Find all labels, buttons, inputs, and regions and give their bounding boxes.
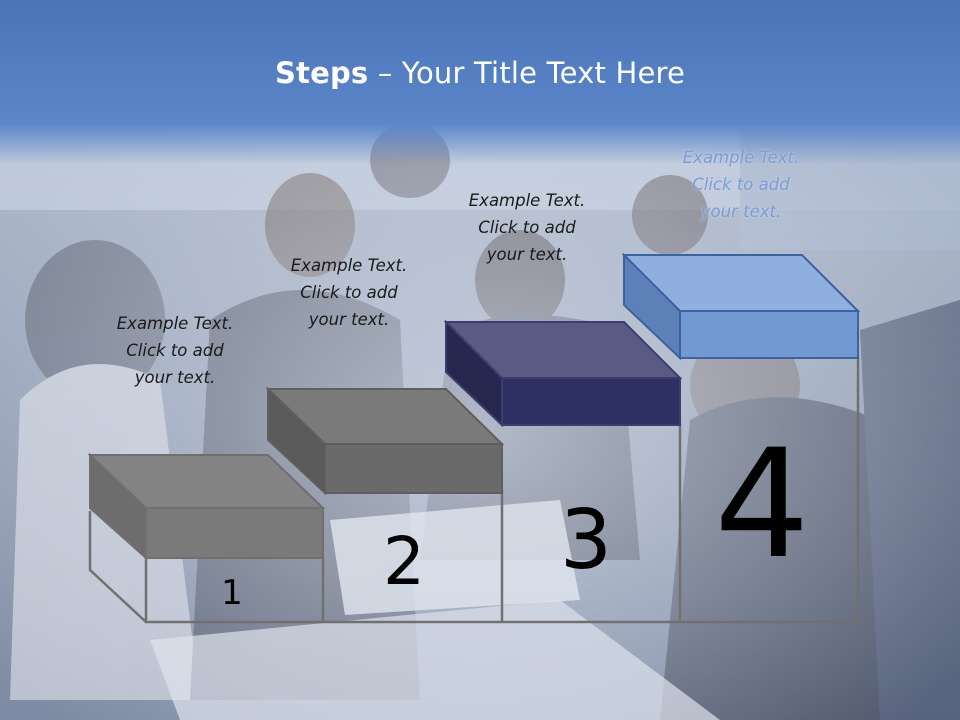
caption-line: Click to add (478, 218, 576, 237)
caption-line: Example Text. (682, 148, 800, 167)
step-4-number: 4 (714, 418, 809, 592)
caption-line: your text. (486, 245, 568, 264)
caption-line: Click to add (126, 341, 224, 360)
step-1-block[interactable] (87, 452, 326, 561)
steps-frame (88, 357, 860, 624)
caption-line: Click to add (692, 175, 790, 194)
caption-line: Click to add (300, 283, 398, 302)
title-bold: Steps (274, 56, 369, 90)
step-2-number: 2 (383, 523, 425, 600)
caption-line: Example Text. (290, 256, 408, 275)
slide-title[interactable]: Steps – Your Title Text Here (0, 56, 960, 90)
step-4-block[interactable] (621, 252, 861, 361)
step-4-caption[interactable]: Example Text. Click to add your text. (656, 144, 826, 225)
step-2-caption[interactable]: Example Text. Click to add your text. (264, 252, 434, 333)
caption-line: Example Text. (116, 314, 234, 333)
caption-line: your text. (134, 368, 216, 387)
step-1-caption[interactable]: Example Text. Click to add your text. (90, 310, 260, 391)
caption-line: Example Text. (468, 191, 586, 210)
step-1-number: 1 (221, 573, 243, 613)
caption-line: your text. (700, 202, 782, 221)
step-2-block[interactable] (265, 386, 505, 496)
step-3-block[interactable] (443, 319, 683, 428)
caption-line: your text. (308, 310, 390, 329)
title-text: – Your Title Text Here (368, 56, 686, 90)
step-3-caption[interactable]: Example Text. Click to add your text. (442, 187, 612, 268)
step-3-number: 3 (560, 493, 612, 588)
